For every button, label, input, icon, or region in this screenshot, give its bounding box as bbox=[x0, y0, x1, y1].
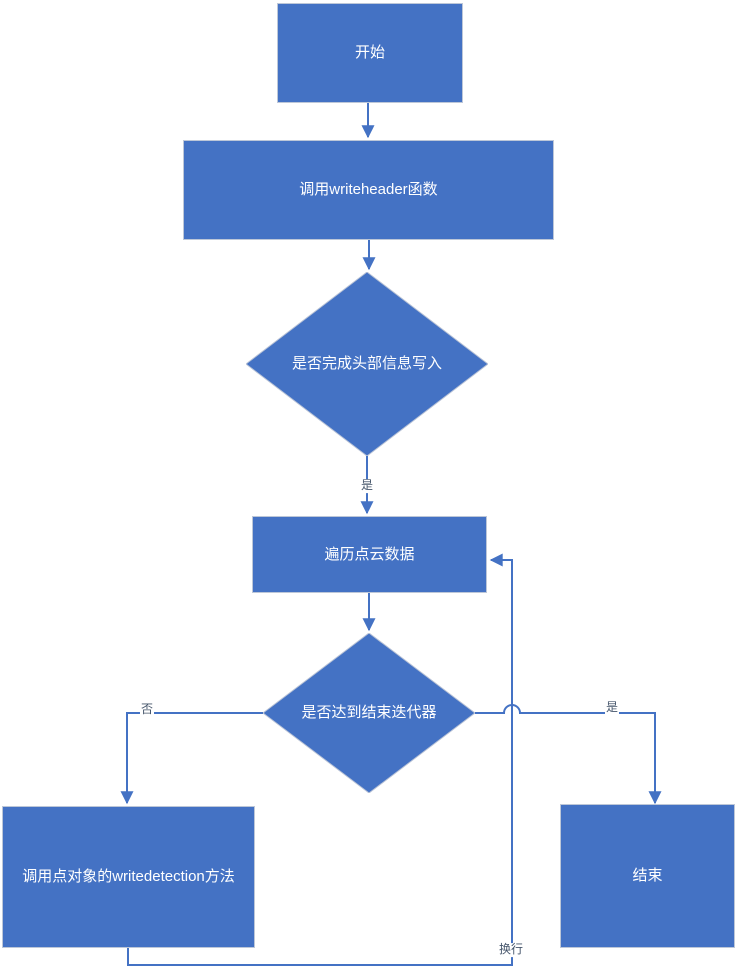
node-reached-end-iterator-decision: 是否达到结束迭代器 bbox=[263, 633, 475, 793]
connector-iteratordecision-yes-to-end bbox=[475, 704, 662, 805]
connector-writedetection-loopback-to-iterate bbox=[127, 553, 513, 966]
edge-label-iterator-yes: 是 bbox=[604, 700, 620, 715]
node-start: 开始 bbox=[277, 3, 463, 103]
node-end-label: 结束 bbox=[632, 867, 663, 885]
node-header-written-decision: 是否完成头部信息写入 bbox=[246, 272, 488, 456]
node-call-writedetection: 调用点对象的writedetection方法 bbox=[2, 806, 255, 948]
edge-label-iterator-no: 否 bbox=[139, 702, 155, 717]
node-iterate-pointcloud: 遍历点云数据 bbox=[252, 516, 487, 593]
node-end: 结束 bbox=[560, 804, 735, 948]
node-header-written-label: 是否完成头部信息写入 bbox=[291, 355, 442, 373]
edge-label-header-yes: 是 bbox=[359, 478, 375, 493]
node-call-writeheader-label: 调用writeheader函数 bbox=[299, 181, 438, 199]
node-call-writeheader: 调用writeheader函数 bbox=[183, 140, 554, 240]
edge-label-newline: 换行 bbox=[497, 942, 525, 957]
node-reached-end-iterator-label: 是否达到结束迭代器 bbox=[301, 704, 437, 722]
diamond-shape bbox=[263, 633, 475, 793]
node-start-label: 开始 bbox=[354, 44, 385, 62]
diamond-shape bbox=[246, 272, 488, 456]
node-iterate-pointcloud-label: 遍历点云数据 bbox=[324, 545, 415, 563]
node-call-writedetection-label: 调用点对象的writedetection方法 bbox=[22, 868, 235, 886]
connector-iteratordecision-no-to-writedetection bbox=[120, 712, 263, 805]
